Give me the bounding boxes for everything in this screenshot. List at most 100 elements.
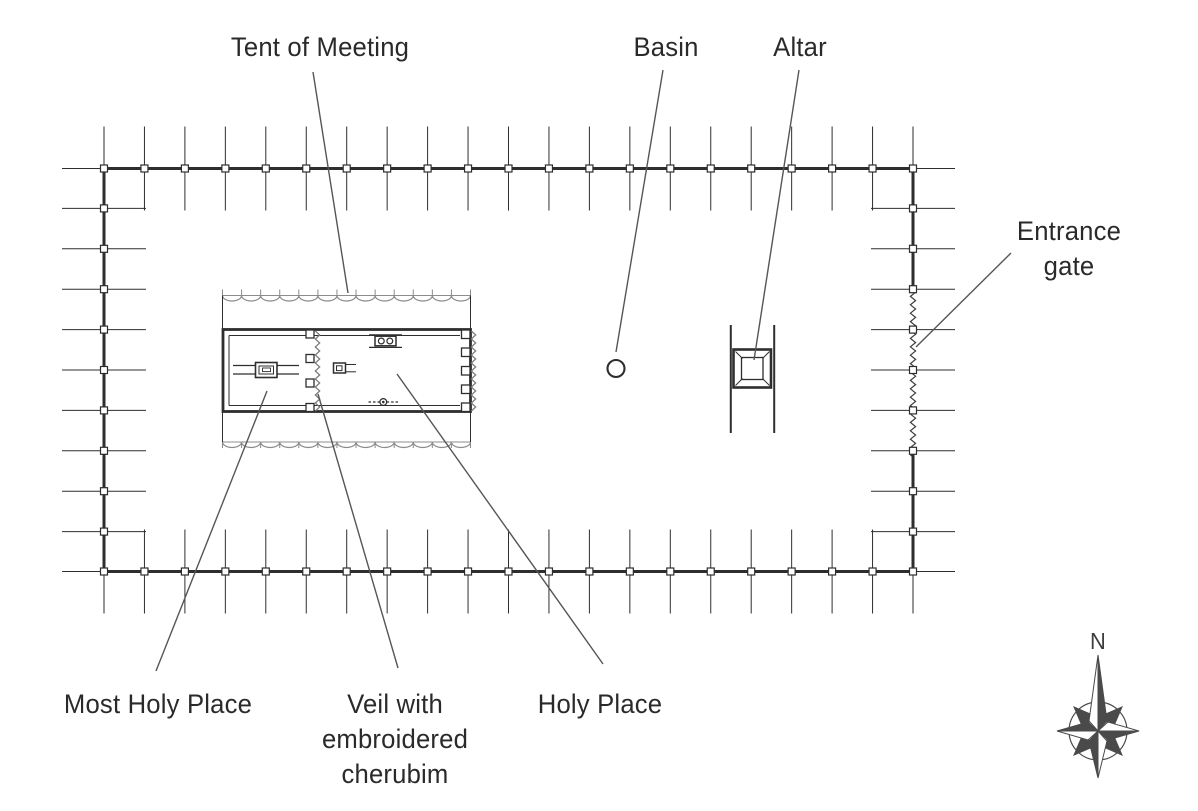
leader-most-holy-place — [155, 390, 268, 672]
showbread-dish — [377, 337, 385, 345]
courtyard-post — [180, 567, 189, 576]
courtyard-post — [585, 567, 594, 576]
courtyard-post — [383, 567, 392, 576]
courtyard-post — [261, 567, 270, 576]
label-most-holy-place: Most Holy Place — [63, 689, 253, 719]
courtyard-post — [827, 164, 837, 173]
compass-point-e — [1096, 730, 1140, 741]
label-tent-of-meeting: Tent of Meeting — [230, 32, 410, 62]
tent-entrance-screen — [470, 330, 477, 412]
courtyard-post — [585, 164, 594, 173]
courtyard-post — [908, 365, 918, 375]
courtyard-post — [908, 204, 918, 213]
altar-corner — [735, 378, 743, 386]
leader-tent-of-meeting — [312, 71, 349, 294]
courtyard-post — [99, 204, 109, 213]
courtyard-post — [99, 406, 109, 415]
courtyard-post — [221, 567, 230, 576]
altar-corner — [762, 351, 770, 359]
courtyard-post — [302, 164, 311, 173]
courtyard-post — [463, 164, 473, 173]
label-entrance-gate-line2: gate — [1043, 251, 1095, 281]
courtyard-post — [504, 164, 513, 173]
courtyard-post — [868, 164, 877, 173]
tent-curtain-south — [221, 441, 472, 449]
courtyard-post — [99, 325, 109, 334]
courtyard-post — [383, 164, 392, 173]
courtyard-post — [787, 567, 796, 576]
compass-point-se — [1100, 733, 1123, 756]
leader-holy-place — [396, 373, 604, 665]
courtyard-post — [221, 164, 230, 173]
altar-corner — [735, 351, 743, 359]
incense-altar-top — [336, 365, 343, 372]
courtyard-post — [544, 164, 554, 173]
veil-pillar — [305, 353, 315, 364]
label-veil-line1: Veil with — [347, 689, 443, 719]
lampstand-center — [382, 400, 385, 404]
courtyard-post — [625, 164, 634, 173]
label-veil-line2: embroidered — [321, 724, 469, 754]
veil-zigzag — [314, 330, 321, 412]
label-holy-place: Holy Place — [537, 689, 663, 719]
label-entrance-gate: Entrance gate — [1017, 214, 1121, 284]
courtyard-post — [99, 244, 109, 253]
tent-entrance-pillar — [460, 384, 471, 395]
courtyard-post — [140, 164, 149, 173]
veil-pillar — [305, 329, 315, 339]
label-altar: Altar — [773, 32, 827, 62]
veil-pillar — [305, 378, 315, 388]
showbread-dish — [386, 337, 394, 345]
courtyard-post — [140, 567, 149, 576]
tent-entrance-pillar — [460, 402, 471, 413]
courtyard-post — [827, 567, 837, 576]
courtyard-post — [99, 446, 109, 455]
tent-curtain-north — [221, 295, 472, 302]
courtyard-post — [504, 567, 513, 576]
tent-entrance-pillar — [460, 347, 471, 358]
courtyard-post — [666, 567, 675, 576]
courtyard-post — [342, 164, 351, 173]
label-veil: Veil with embroidered cherubim — [322, 687, 468, 792]
courtyard-post — [544, 567, 554, 576]
compass-point-n — [1088, 654, 1099, 733]
courtyard-post — [99, 285, 109, 294]
showbread-table — [374, 335, 397, 347]
courtyard-post — [868, 567, 877, 576]
courtyard-post — [908, 164, 918, 173]
courtyard-post — [625, 567, 634, 576]
label-veil-line3: cherubim — [341, 759, 449, 789]
courtyard-post — [423, 164, 432, 173]
leader-veil — [317, 393, 399, 669]
courtyard-post — [908, 325, 918, 334]
courtyard-post — [99, 567, 109, 576]
compass-point-s — [1088, 729, 1099, 779]
courtyard-post — [463, 567, 473, 576]
leader-basin — [615, 69, 664, 353]
compass-point-n — [1097, 654, 1108, 733]
leader-entrance-gate — [915, 252, 1012, 348]
compass-point-sw — [1073, 733, 1096, 756]
courtyard-post — [747, 164, 756, 173]
compass-point-ne — [1100, 706, 1123, 729]
courtyard-post — [908, 244, 918, 253]
basin-circle — [606, 358, 626, 379]
courtyard-post — [99, 487, 109, 496]
compass-north-label: N — [1090, 628, 1106, 654]
tent-entrance-pillar — [460, 329, 471, 340]
tent-entrance-pillar — [460, 365, 471, 376]
courtyard-post — [908, 446, 918, 455]
courtyard-post — [747, 567, 756, 576]
compass-point-w — [1056, 721, 1100, 732]
bronze-altar-grate — [740, 356, 764, 381]
courtyard-post — [180, 164, 189, 173]
label-basin: Basin — [633, 32, 699, 62]
courtyard-post — [99, 527, 109, 536]
label-entrance-gate-line1: Entrance — [1016, 216, 1122, 246]
ark-mercy-seat — [262, 367, 271, 373]
courtyard-post — [908, 487, 918, 496]
courtyard-post — [342, 567, 351, 576]
courtyard-post — [908, 527, 918, 536]
